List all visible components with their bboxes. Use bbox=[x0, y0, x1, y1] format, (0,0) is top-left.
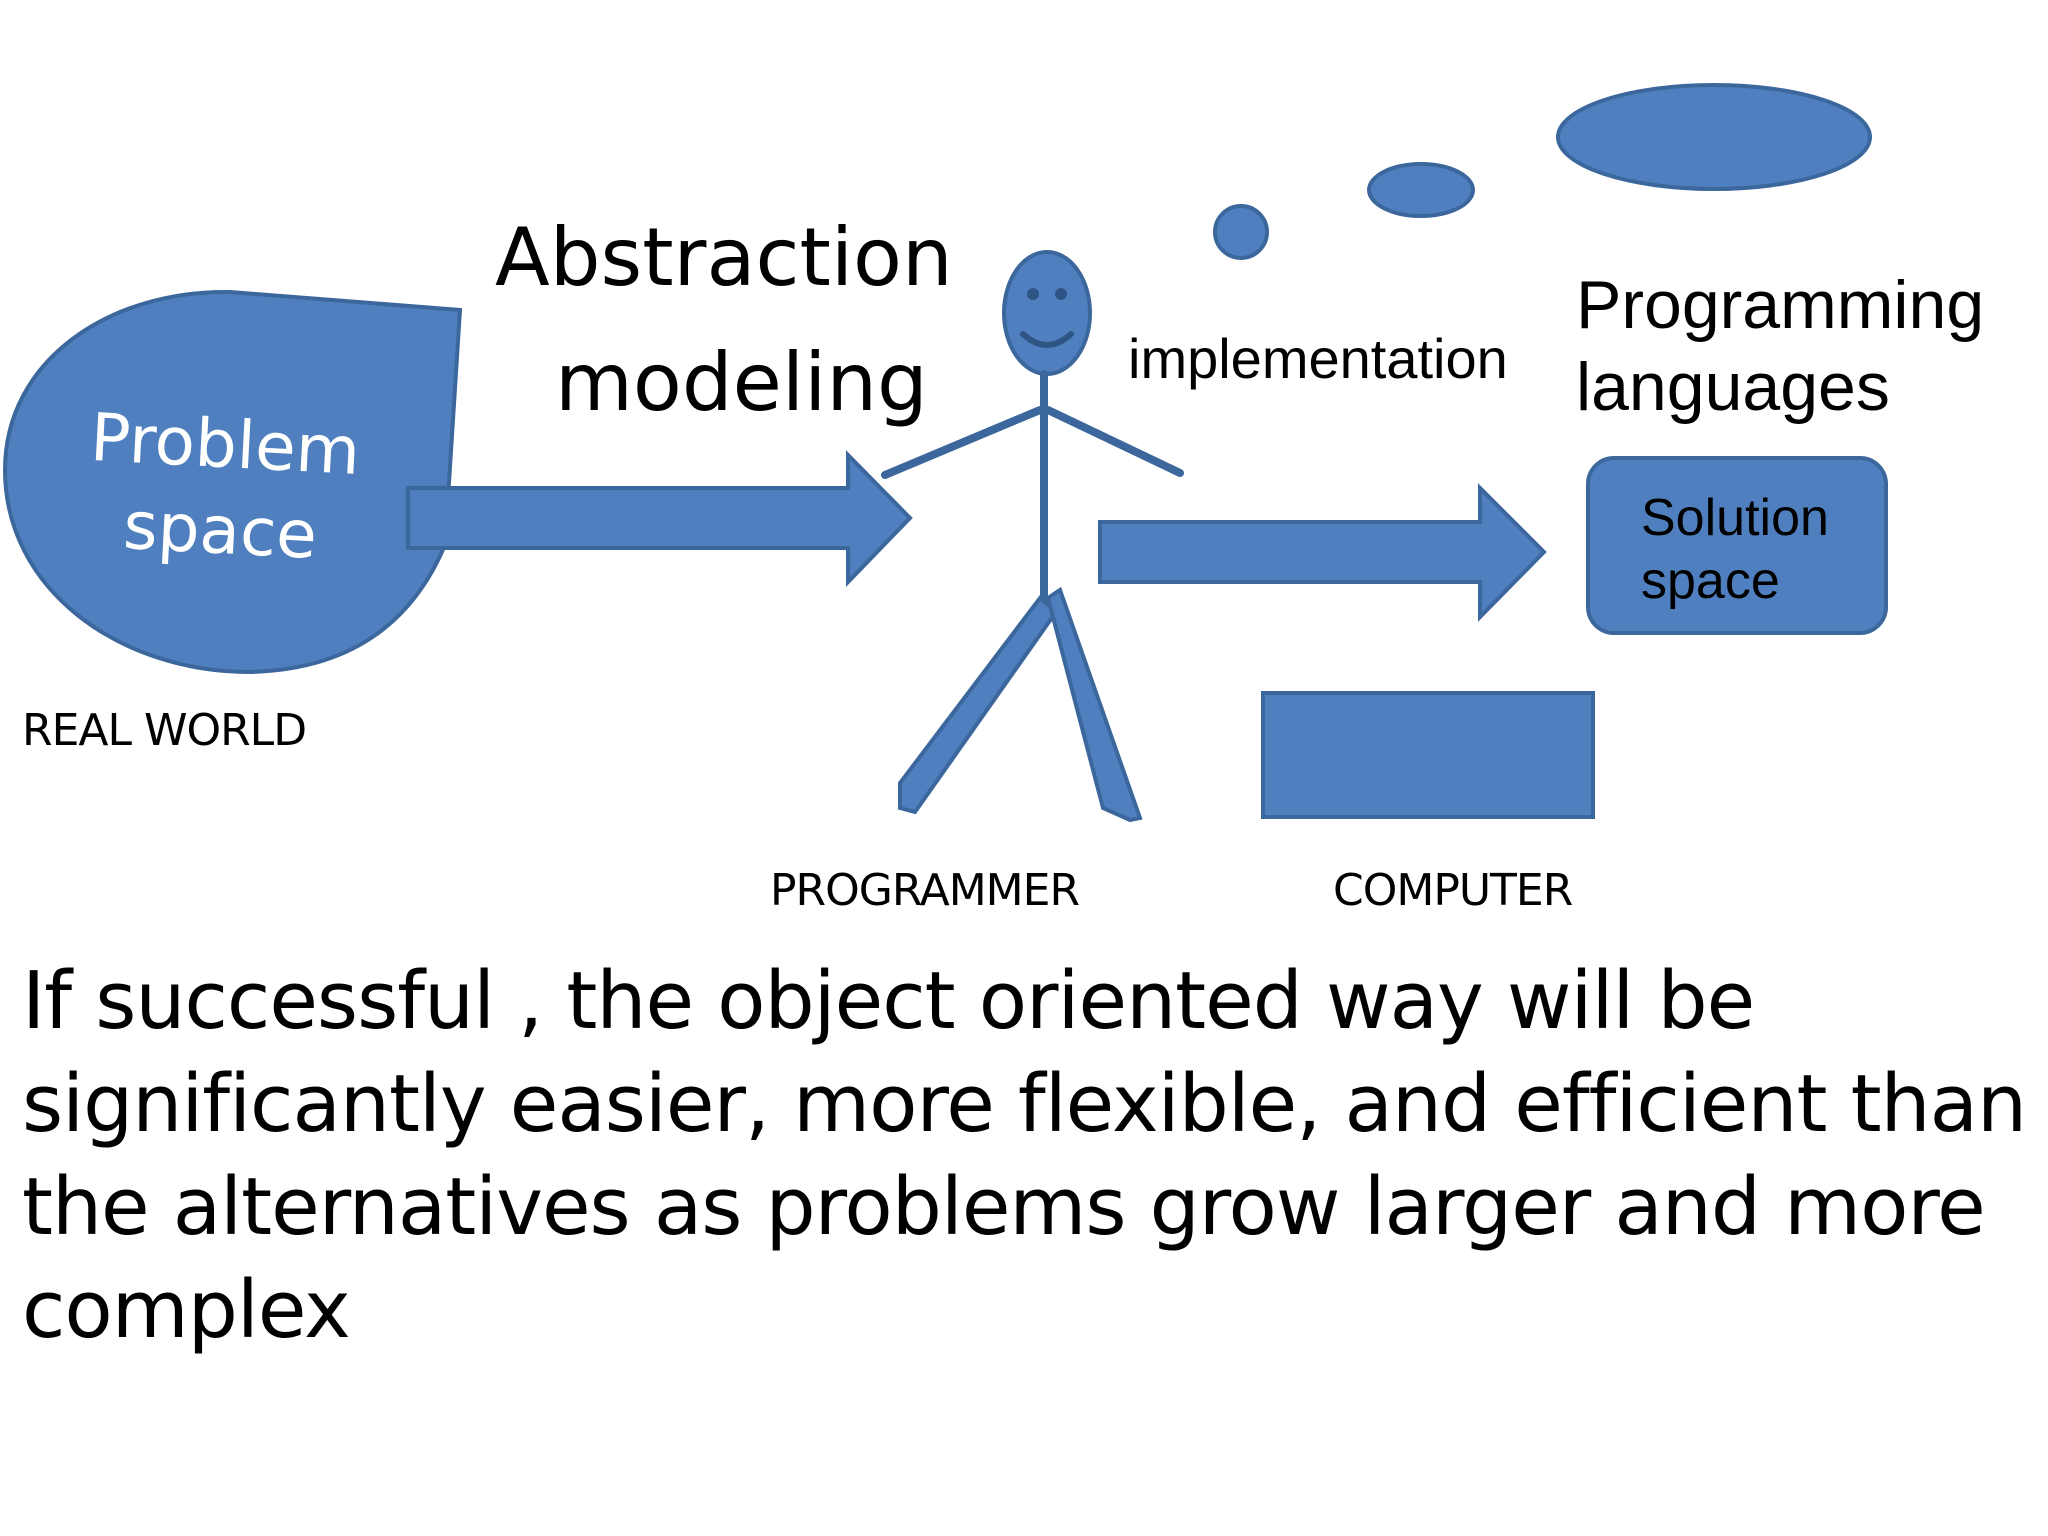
programmer-right-leg bbox=[1045, 586, 1143, 823]
programming-languages-label-line-1: Programming bbox=[1576, 267, 1984, 343]
programmer-label: PROGRAMMER bbox=[770, 865, 1079, 916]
real-world-label: REAL WORLD bbox=[22, 705, 306, 756]
thought-bubble-large bbox=[1556, 83, 1872, 191]
implementation-arrow bbox=[1098, 483, 1547, 622]
programmer-right-eye bbox=[1055, 288, 1067, 300]
thought-bubble-small bbox=[1213, 204, 1269, 260]
programming-languages-label-line-2: languages bbox=[1576, 349, 1890, 425]
solution-space-box bbox=[1586, 456, 1888, 635]
programmer-left-arm bbox=[881, 406, 1044, 479]
implementation-label: implementation bbox=[1128, 327, 1508, 390]
programmer-right-arm bbox=[1044, 406, 1184, 477]
programmer-head bbox=[1002, 250, 1092, 376]
programmer-left-eye bbox=[1027, 288, 1039, 300]
computer-box bbox=[1261, 691, 1595, 819]
solution-space-label-line-2: space bbox=[1641, 552, 1780, 610]
modeling-label: modeling bbox=[555, 336, 928, 429]
solution-space-label-line-1: Solution bbox=[1641, 489, 1829, 547]
problem-space-label-line-1: Problem bbox=[89, 399, 363, 490]
programmer-left-leg bbox=[898, 595, 1059, 815]
programmer-figure bbox=[881, 250, 1184, 823]
computer-label: COMPUTER bbox=[1333, 865, 1573, 916]
oop-diagram: Problem space Abstraction modeling imple… bbox=[2, 83, 1984, 916]
programmer-smile bbox=[1020, 331, 1074, 348]
problem-space-label-line-2: space bbox=[122, 487, 319, 574]
thought-bubble-medium bbox=[1367, 162, 1475, 218]
abstraction-label: Abstraction bbox=[495, 211, 953, 304]
problem-space-shape bbox=[2, 289, 463, 675]
abstraction-arrow bbox=[406, 450, 913, 587]
conclusion-text: If successful , the object oriented way … bbox=[22, 955, 2027, 1356]
